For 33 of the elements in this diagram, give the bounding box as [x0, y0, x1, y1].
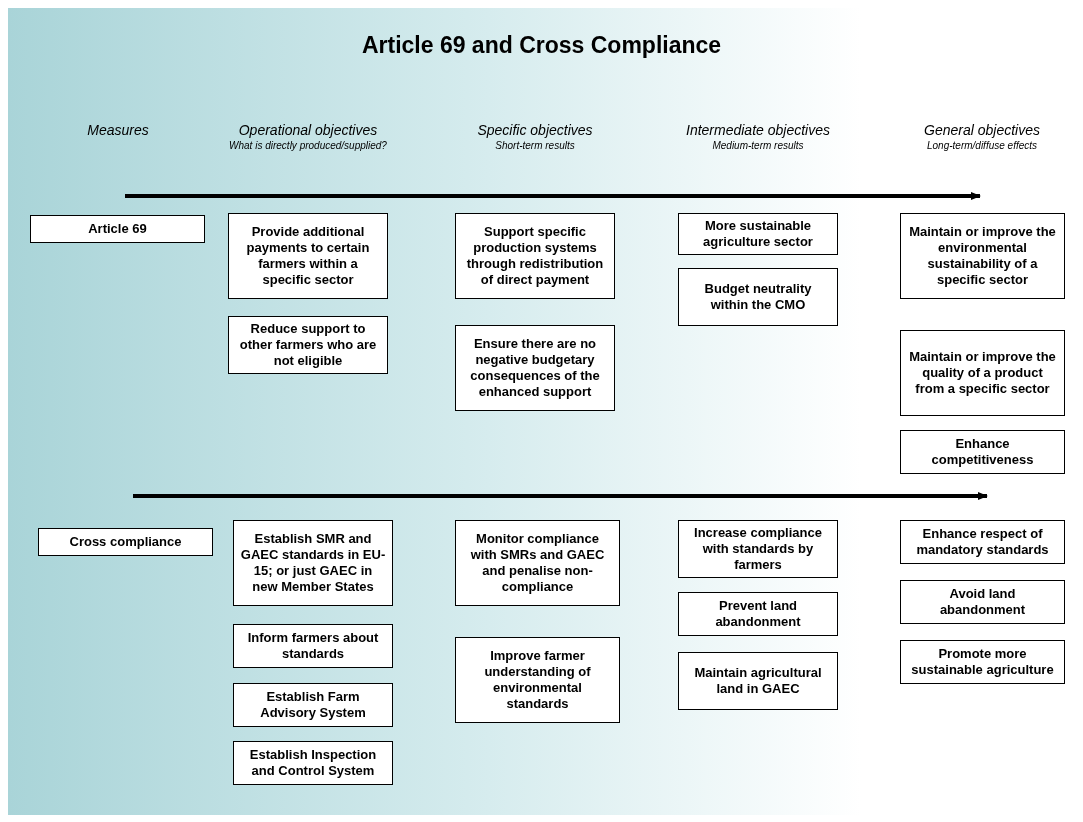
objective-box: Enhance competitiveness — [900, 430, 1065, 474]
column-heading: Measures — [87, 122, 149, 138]
objective-box: Maintain agricultural land in GAEC — [678, 652, 838, 710]
objective-box: Support specific production systems through redistribution of direct payment — [455, 213, 615, 299]
objective-box: Improve farmer understanding of environmental standards — [455, 637, 620, 723]
objective-box: Promote more sustainable agriculture — [900, 640, 1065, 684]
column-heading: Operational objectives — [238, 122, 378, 138]
column-heading: Intermediate objectives — [686, 122, 830, 138]
column-subheading: What is directly produced/supplied? — [229, 140, 387, 151]
objective-box: Inform farmers about standards — [233, 624, 393, 668]
objective-box: Article 69 — [30, 215, 205, 243]
objective-box: Maintain or improve the quality of a product from a specific sector — [900, 330, 1065, 416]
objective-box: Ensure there are no negative budgetary consequences of the enhanced support — [455, 325, 615, 411]
objective-box: Establish Inspection and Control System — [233, 741, 393, 785]
objective-box: Enhance respect of mandatory standards — [900, 520, 1065, 564]
objective-box: Establish SMR and GAEC standards in EU-15; or just GAEC in new Member States — [233, 520, 393, 606]
column-subheading: Short-term results — [495, 140, 575, 151]
objective-box: Monitor compliance with SMRs and GAEC and penalise non-compliance — [455, 520, 620, 606]
objective-box: Cross compliance — [38, 528, 213, 556]
column-heading: General objectives — [924, 122, 1040, 138]
diagram-title: Article 69 and Cross Compliance — [360, 32, 723, 59]
column-subheading: Medium-term results — [712, 140, 804, 151]
objective-box: Establish Farm Advisory System — [233, 683, 393, 727]
objective-box: Provide additional payments to certain farmers within a specific sector — [228, 213, 388, 299]
column-heading: Specific objectives — [477, 122, 593, 138]
column-subheading: Long-term/diffuse effects — [926, 140, 1038, 151]
objective-box: Prevent land abandonment — [678, 592, 838, 636]
objective-box: Increase compliance with standards by farmers — [678, 520, 838, 578]
objective-box: Budget neutrality within the CMO — [678, 268, 838, 326]
objective-box: More sustainable agriculture sector — [678, 213, 838, 255]
objective-box: Avoid land abandonment — [900, 580, 1065, 624]
objective-box: Reduce support to other farmers who are not eligible — [228, 316, 388, 374]
objective-box: Maintain or improve the environmental sustainability of a specific sector — [900, 213, 1065, 299]
